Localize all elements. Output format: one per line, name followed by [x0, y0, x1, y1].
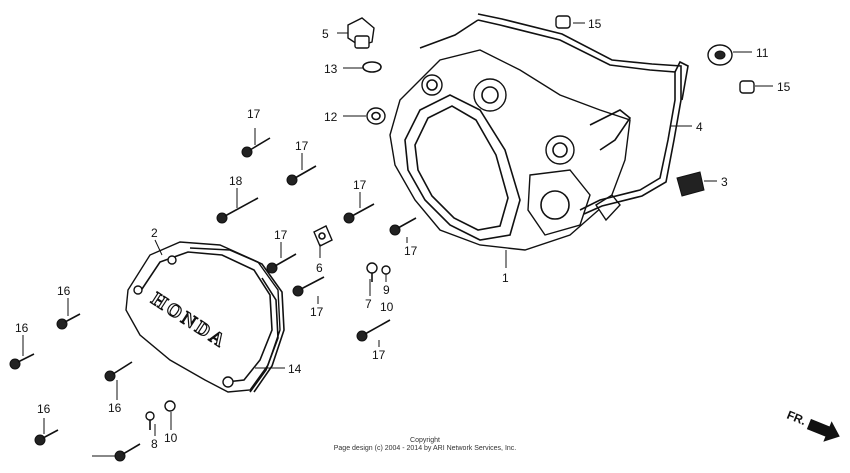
callout-9: 9: [383, 283, 390, 297]
part-5-oil-filler-cap[interactable]: [347, 17, 375, 49]
leader-lines: [22, 22, 773, 457]
part-16-bolt-c[interactable]: [104, 361, 133, 382]
callout-16-b: 16: [15, 321, 29, 335]
front-label: FR.: [785, 408, 808, 428]
front-direction-indicator: FR.: [785, 408, 840, 442]
copyright-line-1: Copyright: [410, 437, 440, 444]
part-17-bolt-g[interactable]: [356, 319, 391, 342]
part-17-bolt-d[interactable]: [389, 217, 417, 236]
part-3-rubber-plug[interactable]: [676, 171, 705, 197]
part-16-bolt-e[interactable]: [114, 443, 141, 462]
front-arrow-icon: [806, 418, 840, 442]
part-15-dowel-pin-right[interactable]: [739, 80, 755, 94]
callout-10-left: 10: [164, 431, 178, 445]
part-1-right-crankcase-cover[interactable]: [389, 49, 632, 251]
callout-16-a: 16: [57, 284, 71, 298]
part-17-bolt-c[interactable]: [343, 203, 375, 224]
part-16-bolt-d[interactable]: [34, 429, 59, 446]
part-17-bolt-e[interactable]: [266, 253, 297, 274]
callout-8: 8: [151, 437, 158, 451]
part-7-bolt[interactable]: [366, 262, 378, 282]
copyright-line-2: Page design (c) 2004 - 2014 by ARI Netwo…: [333, 445, 517, 452]
copyright-notice: Copyright Page design (c) 2004 - 2014 by…: [0, 437, 850, 453]
part-11-bearing[interactable]: [707, 44, 733, 66]
callout-11: 11: [756, 46, 769, 60]
callout-17-a: 17: [247, 107, 261, 121]
callout-10-right: 10: [380, 300, 394, 314]
callout-13: 13: [324, 62, 338, 76]
part-17-bolt-b[interactable]: [286, 165, 317, 186]
callout-17-b: 17: [295, 139, 309, 153]
callout-16-d: 16: [37, 402, 51, 416]
part-18-bolt[interactable]: [216, 197, 259, 224]
callout-1: 1: [502, 271, 509, 285]
callout-14: 14: [288, 362, 302, 376]
part-14-gasket[interactable]: [249, 277, 279, 393]
callout-17-e: 17: [274, 228, 288, 242]
callout-6: 6: [316, 261, 323, 275]
callout-17-c: 17: [353, 178, 367, 192]
part-6-clamp[interactable]: [313, 225, 333, 247]
callout-16-c: 16: [108, 401, 122, 415]
callout-15-right: 15: [777, 80, 791, 94]
part-17-bolt-f[interactable]: [292, 276, 325, 297]
part-12-oil-seal[interactable]: [366, 107, 386, 125]
part-2-left-cover[interactable]: HONDA: [125, 241, 285, 393]
callout-2: 2: [151, 226, 158, 240]
callout-17-g: 17: [372, 348, 386, 362]
callout-4: 4: [696, 120, 703, 134]
callout-17-d: 17: [404, 244, 418, 258]
callout-18: 18: [229, 174, 243, 188]
callout-17-f: 17: [310, 305, 324, 319]
callout-labels: 5 13 12 15 11 15 4 3 1 2 14 17 17 18 17 …: [15, 17, 791, 451]
callout-7: 7: [365, 297, 372, 311]
part-13-o-ring[interactable]: [362, 61, 382, 73]
part-15-dowel-pin-top[interactable]: [555, 15, 571, 29]
callout-12: 12: [324, 110, 338, 124]
callout-3: 3: [721, 175, 728, 189]
callout-15-top: 15: [588, 17, 602, 31]
callout-5: 5: [322, 27, 329, 41]
part-10-washer[interactable]: [164, 400, 176, 412]
part-9-washer[interactable]: [381, 265, 391, 275]
part-4-gasket[interactable]: [419, 13, 689, 215]
part-16-bolt-b[interactable]: [9, 353, 35, 370]
part-17-bolt-a[interactable]: [241, 137, 271, 158]
part-16-bolt-a[interactable]: [56, 313, 81, 330]
part-8-bolt[interactable]: [145, 411, 155, 430]
